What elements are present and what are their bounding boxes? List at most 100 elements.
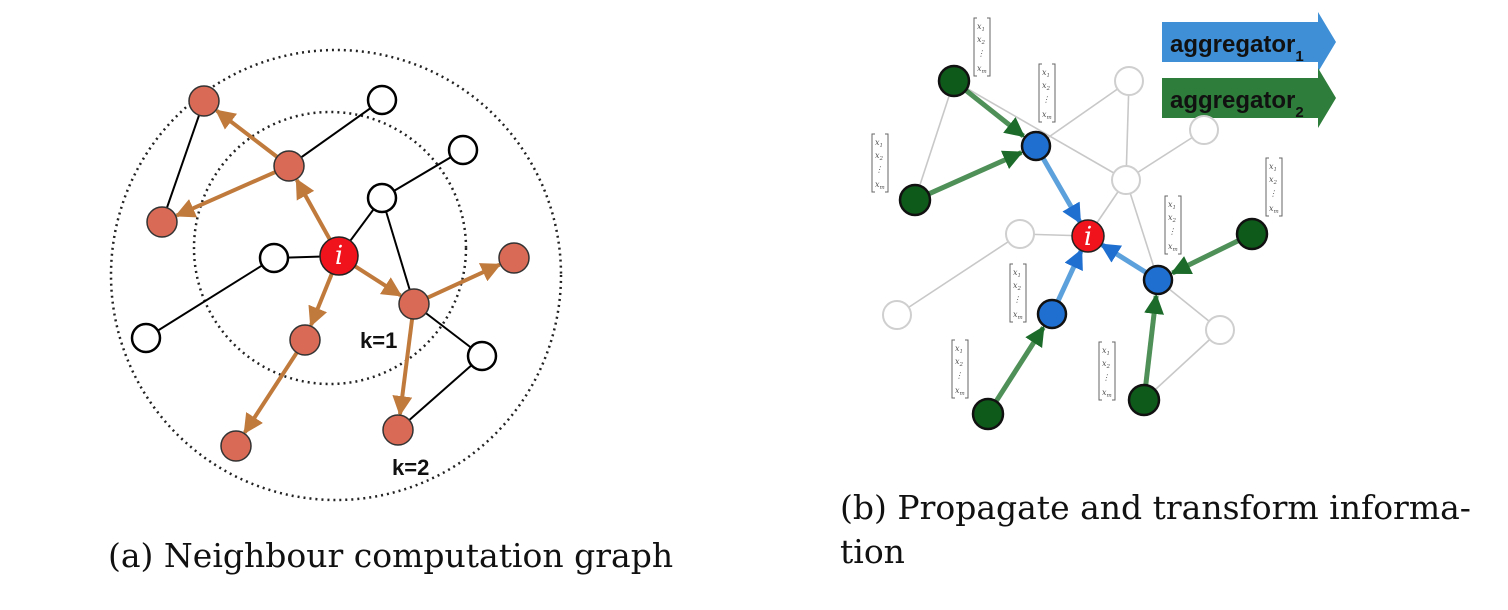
neighbour-node [188, 85, 220, 117]
faded-edge [914, 80, 955, 201]
caption-b: (b) Propagate and transform informa- tio… [840, 486, 1480, 574]
center-node [319, 236, 359, 276]
feature-entry: xm [1102, 388, 1112, 399]
feature-entry: x2 [977, 35, 986, 46]
caption-a: (a) Neighbour computation graph [108, 536, 674, 575]
feature-entry: x1 [977, 22, 985, 33]
edge [288, 99, 383, 167]
faded-edge [1125, 80, 1130, 181]
propagation-edges [896, 80, 1241, 404]
edge [161, 100, 205, 223]
neighbour-node [289, 324, 321, 356]
neighbour-node [382, 414, 414, 446]
neighbour-node [398, 288, 430, 320]
center-node-label: i [335, 241, 343, 271]
feature-entry: ⋮ [955, 371, 963, 380]
aggregator-1-arrow [1162, 12, 1336, 72]
feature-entry: x2 [875, 151, 884, 162]
faded-node [1111, 165, 1141, 195]
feature-entry: ⋮ [977, 49, 985, 58]
message-arrow [308, 269, 336, 328]
k1-label: k=1 [360, 328, 397, 353]
faded-node [1205, 315, 1235, 345]
feature-entry: ⋮ [1013, 295, 1021, 304]
feature-entry: xm [875, 180, 885, 191]
faded-node [1114, 66, 1144, 96]
caption-b-line1: (b) Propagate and transform informa- [840, 488, 1471, 527]
feature-entry: x1 [1042, 68, 1050, 79]
feature-entry: x1 [1013, 268, 1021, 279]
graph-edges [145, 99, 502, 435]
feature-entry: xm [1042, 110, 1052, 121]
hop2-node [937, 64, 971, 98]
feature-entry: xm [1013, 310, 1023, 321]
aggregator-2-edge [963, 87, 1026, 139]
faded-edge [1125, 129, 1205, 181]
faded-edge [1035, 80, 1130, 147]
outer-ring-k2 [109, 48, 563, 502]
feature-entry: xm [955, 386, 965, 397]
feature-entry: x1 [1168, 200, 1176, 211]
feature-entry: x1 [1269, 162, 1277, 173]
feature-entry: ⋮ [1269, 189, 1277, 198]
neighbour-node [146, 206, 178, 238]
feature-entry: x2 [955, 357, 964, 368]
legend-aggregator-1: aggregator1 [1162, 12, 1336, 72]
message-arrow [426, 262, 502, 300]
message-arrow [174, 170, 277, 218]
graph-node [366, 182, 398, 214]
edge [381, 149, 464, 199]
feature-entry: x2 [1042, 81, 1051, 92]
aggregator-2-edge [1143, 293, 1164, 387]
panel-a-neighbour-graph: k=1 k=2 i (a) Neighbour computation grap… [0, 0, 700, 610]
graph-nodes [130, 84, 530, 462]
hop1-node [1036, 298, 1068, 330]
aggregator-1-edge [1099, 242, 1148, 275]
faded-edge [1125, 179, 1159, 281]
graph-node [258, 242, 290, 274]
feature-entry: x1 [955, 344, 963, 355]
faded-node [1189, 115, 1219, 145]
feature-vector: x1 x2 ⋮ xm [973, 17, 991, 77]
graph-node [130, 322, 162, 354]
edge [145, 257, 275, 339]
legend-aggregator-2: aggregator2 [1162, 68, 1336, 128]
feature-entry: x2 [1168, 213, 1177, 224]
center-node-label-b: i [1084, 222, 1092, 252]
feature-entry: xm [977, 64, 987, 75]
message-arrow [392, 318, 415, 417]
feature-entry: xm [1269, 204, 1279, 215]
graph-node [447, 134, 479, 166]
propagation-nodes [882, 64, 1269, 431]
aggregator-2-label: aggregator2 [1170, 87, 1304, 121]
feature-vector: x1 x2 ⋮ xm [951, 339, 969, 399]
neighbour-graph-diagram: k=1 k=2 i [109, 48, 563, 502]
faded-node [882, 300, 912, 330]
neighbour-node [273, 150, 305, 182]
feature-entry: ⋮ [1168, 227, 1176, 236]
graph-node [466, 340, 498, 372]
faded-edge [896, 233, 1021, 316]
hop2-node [1127, 383, 1161, 417]
feature-entry: ⋮ [1102, 373, 1110, 382]
aggregator-2-edge [1170, 237, 1241, 276]
aggregator-1-edge [1055, 248, 1084, 303]
graph-node [366, 84, 398, 116]
hop1-node [1142, 264, 1174, 296]
caption-b-line2: tion [840, 532, 905, 571]
aggregator-1-label: aggregator1 [1170, 31, 1304, 65]
hop1-node [1020, 130, 1052, 162]
edge [381, 197, 415, 305]
aggregator-2-arrow [1162, 68, 1336, 128]
inner-ring-k1 [192, 110, 468, 386]
center-node-b [1071, 219, 1105, 253]
feature-entry: x1 [875, 138, 883, 149]
